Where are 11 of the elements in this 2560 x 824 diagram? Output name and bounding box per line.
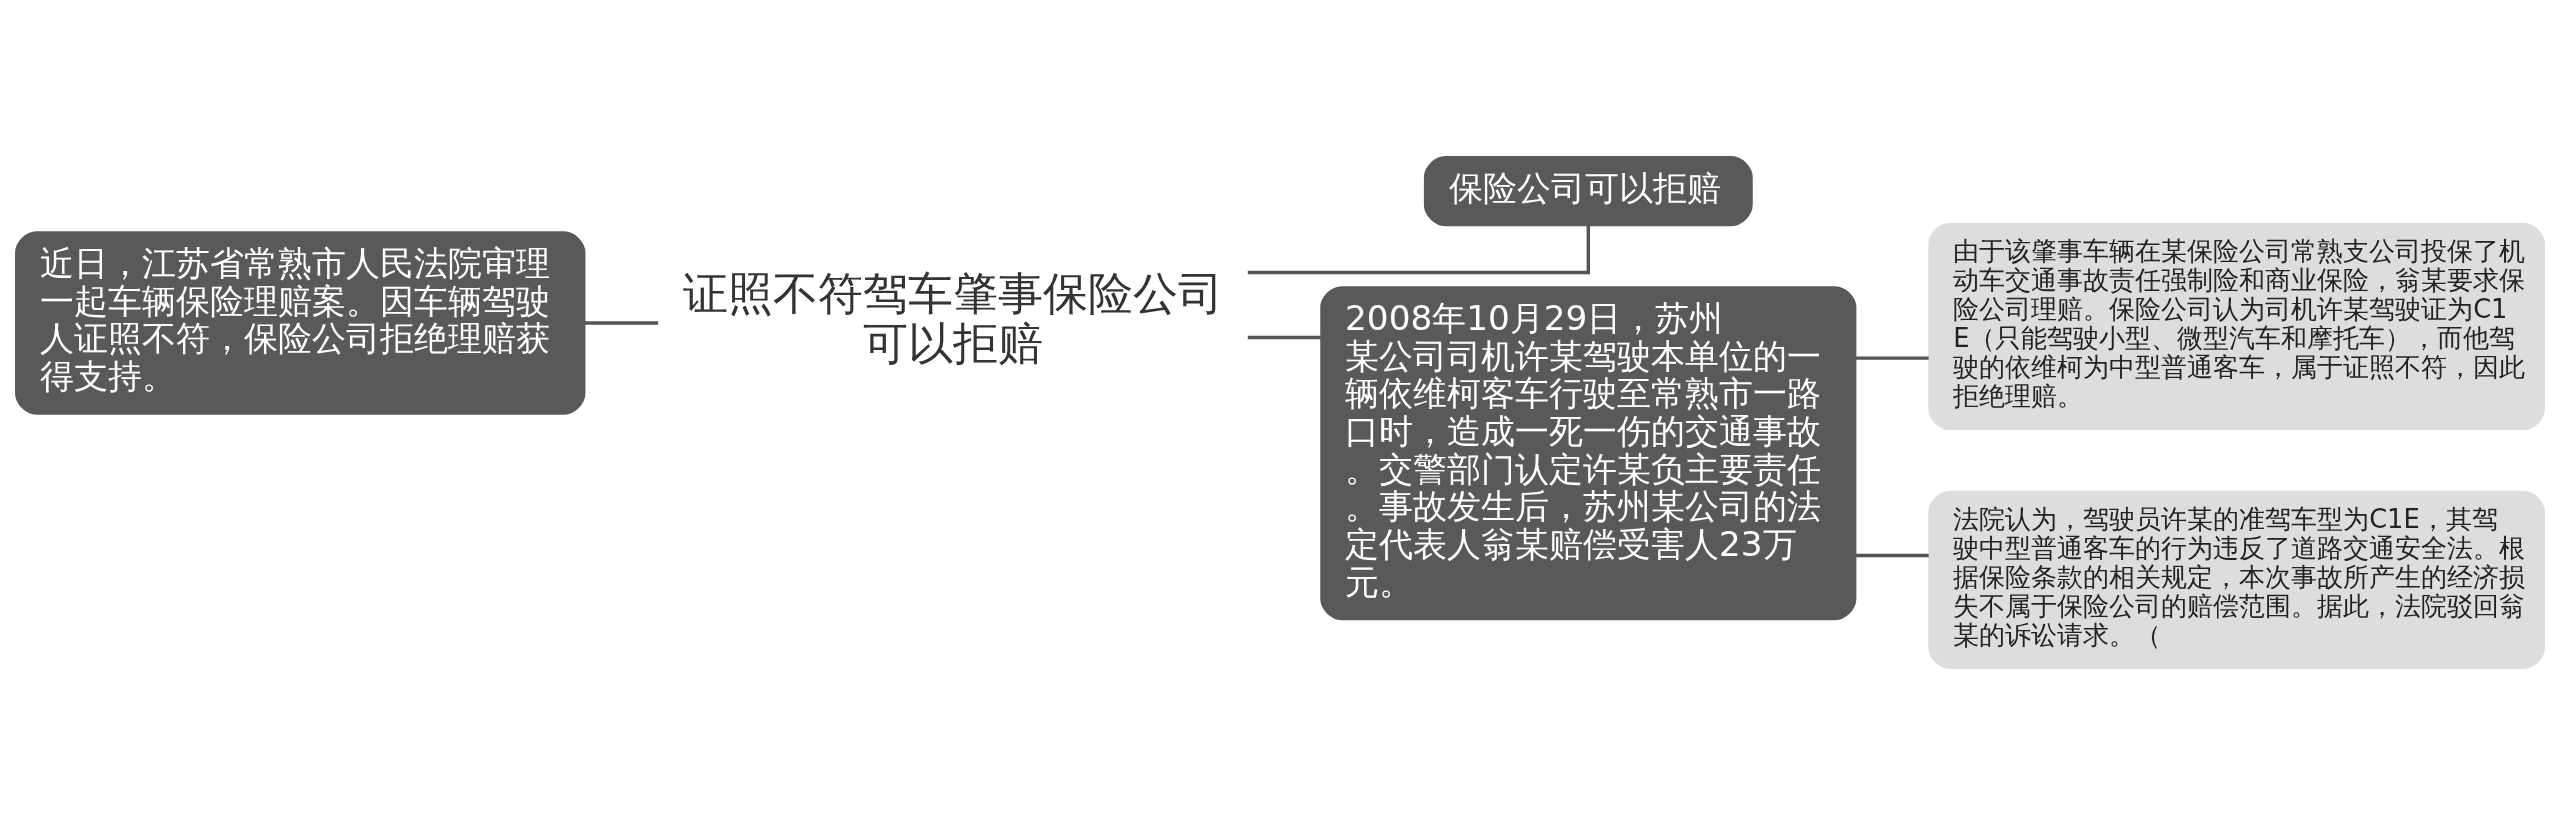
connector — [1247, 225, 1591, 274]
connector — [1247, 335, 1321, 339]
node-box: 法院认为，驾驶员许某的准驾车型为C1E，其驾驶中型普通客车的行为违反了道路交通安全法。根据保险条款的相关规定，本次事故所产生的经济损失不属于保险公司的赔偿范围。据此，法院驳回翁某的诉讼请求。（ — [1928, 490, 2545, 669]
node-box: 由于该肇事车辆在某保险公司常熟支公司投保了机动车交通事故责任强制险和商业保险，翁某要求保险公司理赔。保险公司认为司机许某驾驶证为C1E（只能驾驶小型、微型汽车和摩托车），而他驾驶的依维柯为中型普通客车，属于证照不符，因此拒绝理赔。 — [1928, 222, 2545, 430]
node-box: 2008年10月29日，苏州某公司司机许某驾驶本单位的一辆依维柯客车行驶至常熟市一路口时，造成一死一伤的交通事故。交警部门认定许某负主要责任。事故发生后，苏州某公司的法定代表人翁某赔偿受害人23万元。 — [1320, 285, 1857, 620]
connector — [1855, 355, 1929, 360]
node-text: 证照不符驾车肇事保险公司可以拒赔 — [682, 267, 1223, 370]
node-box: 近日，江苏省常熟市人民法院审理一起车辆保险理赔案。因车辆驾驶人证照不符，保险公司拒绝理赔获得支持。 — [15, 230, 586, 415]
connector — [1855, 553, 1929, 557]
node-box: 保险公司可以拒赔 — [1423, 155, 1753, 226]
connector — [584, 320, 659, 325]
